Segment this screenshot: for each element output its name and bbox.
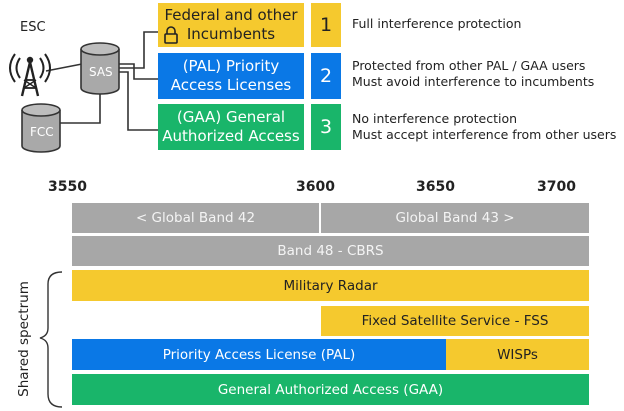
military-radar-label: Military Radar [283,277,378,294]
lock-icon [164,26,178,44]
global-band-43-label: Global Band 43 > [395,210,515,226]
military-radar-bar: Military Radar [72,270,589,301]
tier-1-name: Federal and other Incumbents [164,6,298,43]
tier-3-description: No interference protection Must accept i… [352,111,617,142]
freq-tick-3550: 3550 [48,179,87,195]
tier-3-name: (GAA) General Authorized Access [162,108,300,145]
tier-3-number: 3 [311,104,341,150]
tier-2-number: 2 [311,53,341,99]
radio-tower-icon [9,53,51,97]
gaa-bar: General Authorized Access (GAA) [72,374,589,405]
freq-tick-3650: 3650 [416,179,455,195]
gaa-label: General Authorized Access (GAA) [217,381,444,398]
esc-label: ESC [20,20,46,35]
tier-2-name: (PAL) Priority Access Licenses [170,57,292,94]
shared-spectrum-bracket [39,271,63,408]
band-48-bar: Band 48 - CBRS [72,236,589,266]
global-band-43-bar: Global Band 43 > [321,203,589,233]
band-48-label: Band 48 - CBRS [277,243,384,259]
tier-2-description: Protected from other PAL / GAA users Mus… [352,58,595,89]
wisps-bar: WISPs [446,339,589,370]
fss-bar: Fixed Satellite Service - FSS [321,306,589,336]
fcc-database-icon [21,103,61,153]
pal-bar: Priority Access License (PAL) [72,339,446,370]
sas-label: SAS [89,65,113,79]
global-band-42-label: < Global Band 42 [135,210,256,226]
tier-3-box: (GAA) General Authorized Access [158,104,304,150]
freq-tick-3700: 3700 [537,179,576,195]
pal-label: Priority Access License (PAL) [162,346,356,363]
global-band-42-bar: < Global Band 42 [72,203,319,233]
shared-spectrum-label: Shared spectrum [16,281,32,397]
tier-2-box: (PAL) Priority Access Licenses [158,53,304,99]
freq-tick-3600: 3600 [296,179,335,195]
sas-database-icon [80,42,120,95]
fcc-label: FCC [30,125,54,139]
wisps-label: WISPs [497,346,538,363]
network-diagram [9,31,158,153]
tier-1-number: 1 [311,3,341,47]
connector-lines [45,31,158,131]
tier-1-description: Full interference protection [352,16,522,31]
tier-1-box: Federal and other Incumbents [158,3,304,47]
fss-label: Fixed Satellite Service - FSS [361,313,549,329]
